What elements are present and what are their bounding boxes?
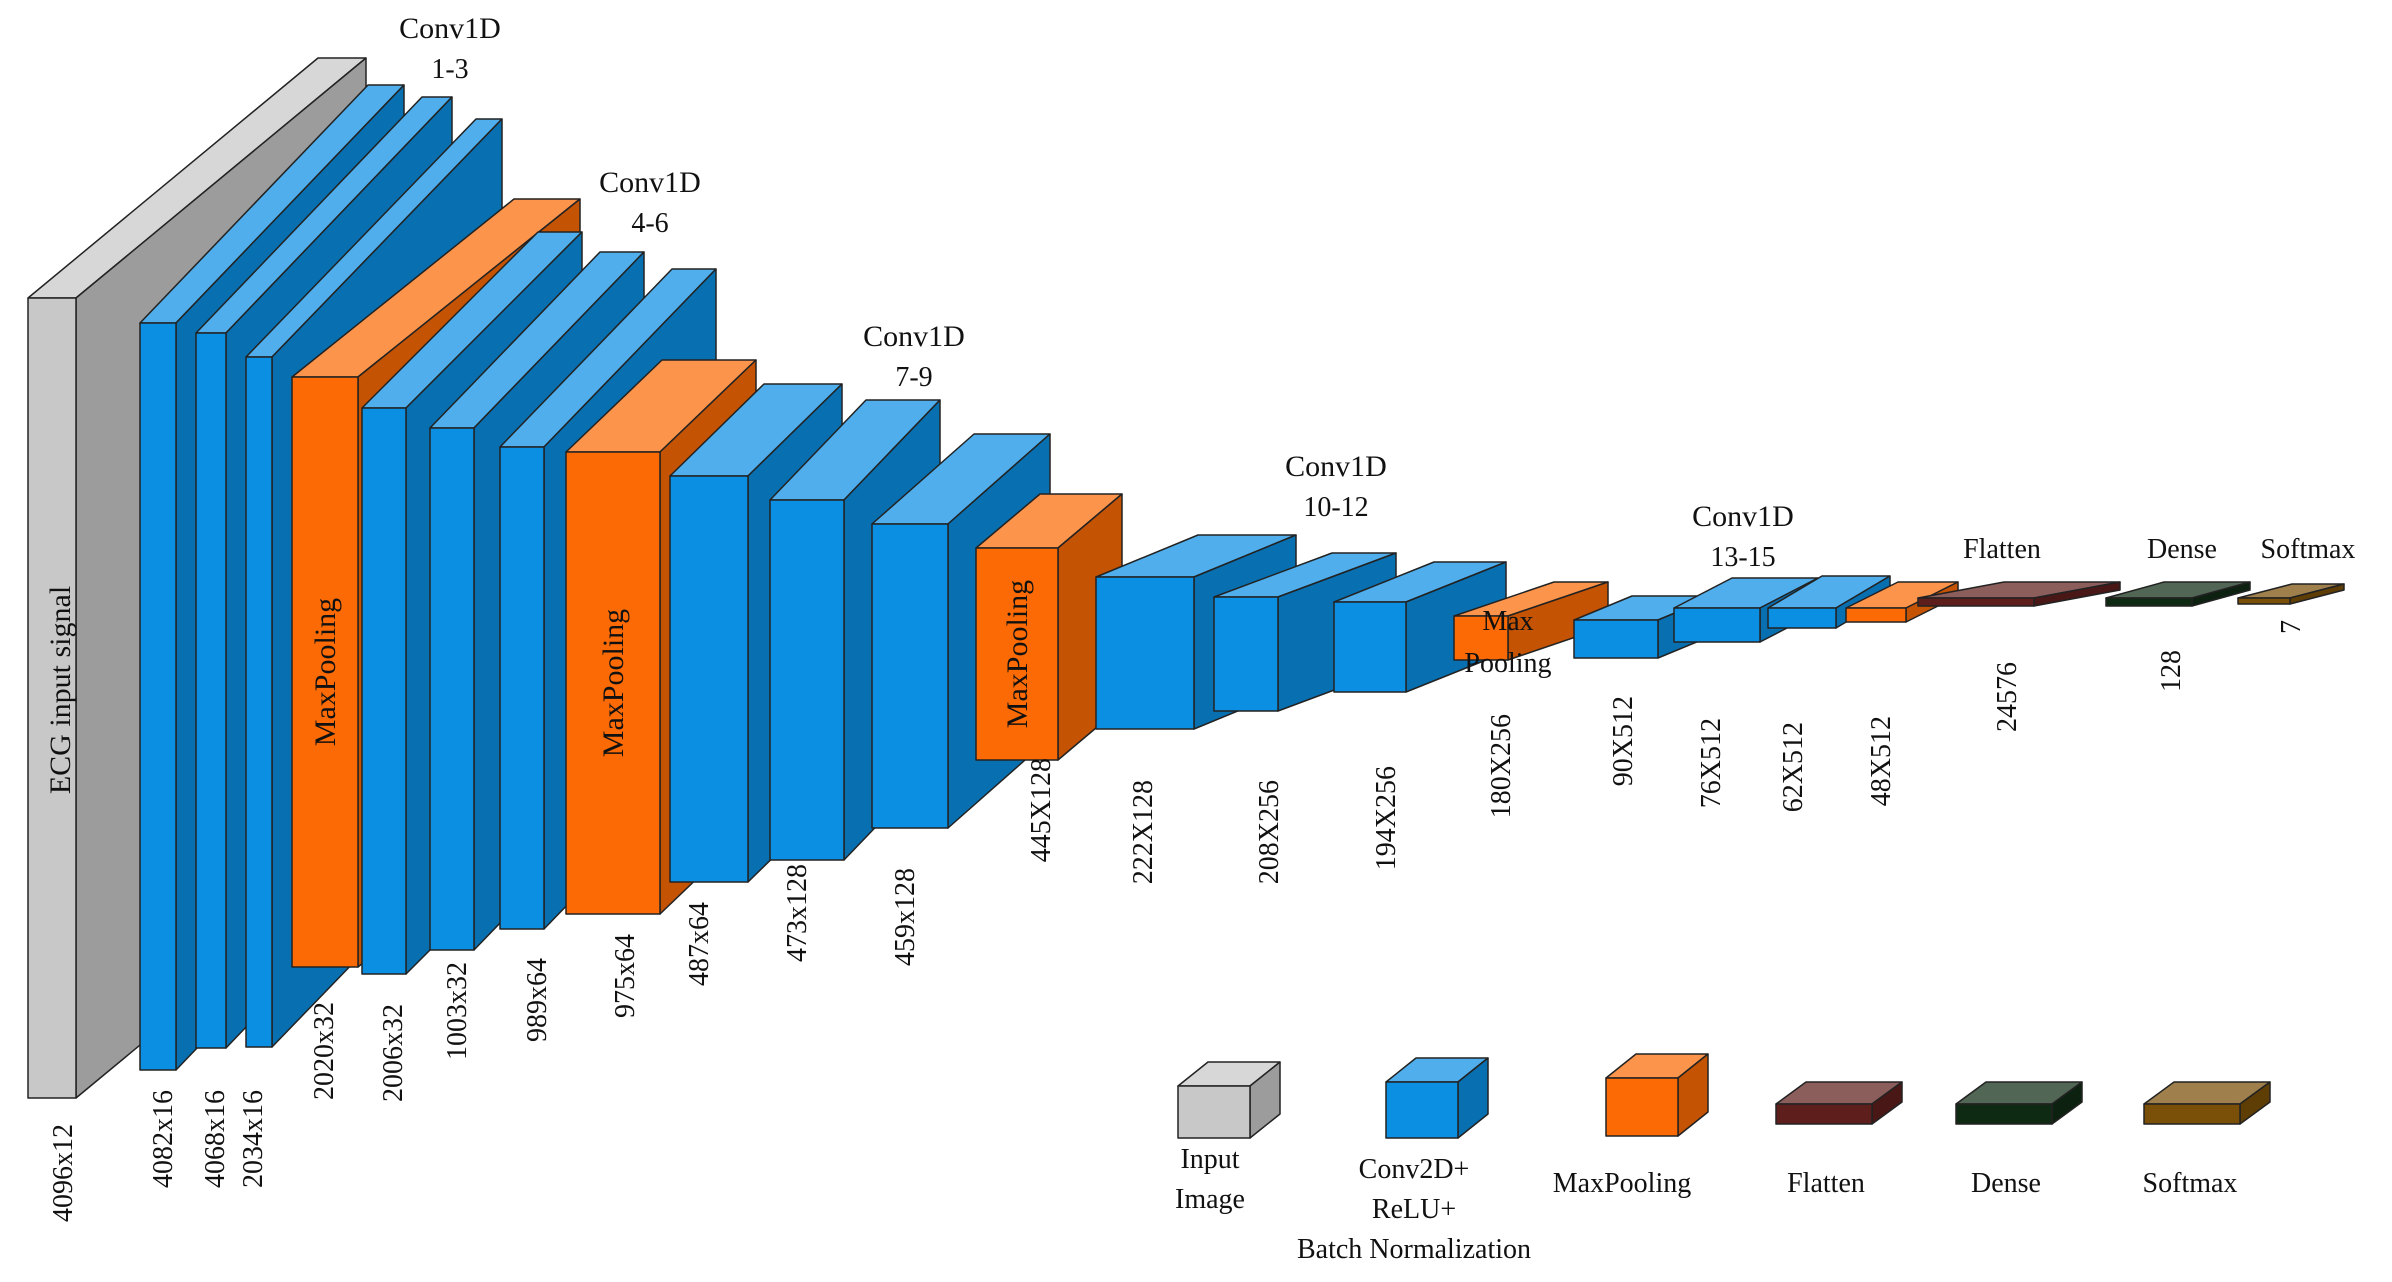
- layer-flatten: [1917, 581, 2121, 607]
- group-subtitle: 7-9: [895, 362, 932, 393]
- layer-dim-label: 4068x16: [200, 1090, 231, 1188]
- tail-layer-title: Flatten: [1963, 534, 2041, 565]
- group-title: Conv1D: [1285, 450, 1387, 483]
- layer-dim-label: 222X128: [1128, 780, 1159, 884]
- layer-dim-label: 4096x12: [48, 1124, 79, 1222]
- legend-label: ReLU+: [1372, 1194, 1456, 1225]
- tail-layer-title: Dense: [2147, 534, 2217, 565]
- legend-swatch-softmax: [2143, 1081, 2271, 1125]
- legend-swatch-dense: [1955, 1081, 2083, 1125]
- layer-dim-label: 473x128: [782, 864, 813, 962]
- legend-label: MaxPooling: [1553, 1168, 1691, 1199]
- maxpooling-label: MaxPooling: [597, 609, 630, 757]
- layer-dim-label: 180X256: [1486, 714, 1517, 818]
- legend-label: Dense: [1971, 1168, 2041, 1199]
- group-title: Conv1D: [399, 12, 501, 45]
- legend-swatch-input: [1177, 1061, 1281, 1139]
- maxpooling-label: MaxPooling: [1001, 580, 1034, 728]
- group-subtitle: 1-3: [431, 54, 468, 85]
- layer-dim-label: 989x64: [522, 958, 553, 1042]
- layer-dim-label: 2006x32: [378, 1004, 409, 1102]
- layer-dim-label: 48X512: [1866, 716, 1897, 806]
- legend-swatch-flatten: [1775, 1081, 1903, 1125]
- legend-label: Image: [1175, 1184, 1245, 1215]
- layer-dim-label: 2034x16: [238, 1090, 269, 1188]
- layers: [27, 57, 2345, 1099]
- layer-dim-label: 90X512: [1608, 696, 1639, 786]
- layer-dim-label: 975x64: [610, 934, 641, 1018]
- group-subtitle: 4-6: [631, 208, 668, 239]
- group-subtitle: 10-12: [1303, 492, 1368, 523]
- legend-swatch-conv: [1385, 1057, 1489, 1139]
- layer-dim-label: 208X256: [1254, 780, 1285, 884]
- group-title: Conv1D: [599, 166, 701, 199]
- layer-dim-label: 128: [2156, 650, 2187, 692]
- layer-dim-label: 1003x32: [442, 962, 473, 1060]
- legend-label: Flatten: [1787, 1168, 1865, 1199]
- tail-layer-title: Softmax: [2261, 534, 2356, 565]
- legend-label: Softmax: [2143, 1168, 2238, 1199]
- layer-dim-label: 7: [2276, 620, 2307, 634]
- group-title: Conv1D: [863, 320, 965, 353]
- layer-dim-label: 62X512: [1778, 722, 1809, 812]
- layer-pool: [1453, 581, 1609, 661]
- legend-label: Conv2D+: [1359, 1154, 1470, 1185]
- layer-dim-label: 2020x32: [309, 1002, 340, 1100]
- layer-dim-label: 445X128: [1026, 758, 1057, 862]
- layer-dim-label: 24576: [1992, 662, 2023, 732]
- layer-dim-label: 76X512: [1696, 718, 1727, 808]
- group-title: Conv1D: [1692, 500, 1794, 533]
- input-signal-label: ECG input signal: [44, 586, 77, 794]
- group-subtitle: 13-15: [1710, 542, 1775, 573]
- layer-pool: [975, 493, 1123, 761]
- maxpooling-small-label: Max: [1482, 606, 1533, 637]
- layer-dim-label: 4082x16: [148, 1090, 179, 1188]
- layer-dense: [2105, 581, 2251, 607]
- layer-dim-label: 459x128: [890, 868, 921, 966]
- maxpooling-label: MaxPooling: [309, 598, 342, 746]
- maxpooling-small-label: Pooling: [1464, 648, 1551, 679]
- legend-label: Input: [1180, 1144, 1239, 1175]
- legend-swatch-pool: [1605, 1053, 1709, 1137]
- layer-dim-label: 487x64: [684, 902, 715, 986]
- layer-dim-label: 194X256: [1371, 766, 1402, 870]
- legend-label: Batch Normalization: [1297, 1234, 1531, 1265]
- layer-softmax: [2237, 583, 2345, 605]
